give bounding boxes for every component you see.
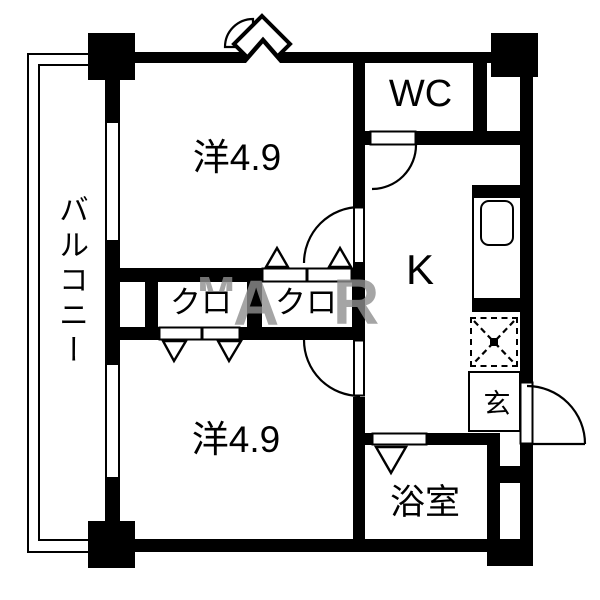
corner-block-bottom-right [487,539,533,566]
closet-left-label: クロ [170,285,232,320]
bottom-room-door-arc [302,339,361,398]
entrance-door-leaf [519,381,534,445]
counter-edge-bottom [472,298,520,312]
wall-top [112,52,533,63]
entrance-door-arc [526,384,587,445]
closet-wall-left [145,282,158,327]
bath-wall-right [487,433,500,552]
wc-label: WC [388,73,453,115]
wc-door-leaf [369,130,417,146]
balcony-outer-line [27,53,112,553]
wall-wc-right [473,63,487,133]
closet-right-label: クロ [275,285,337,320]
window-vent-symbol [223,13,293,63]
wall-left-b [105,240,120,365]
balcony-label: バルコニー [54,194,87,369]
bath-door-leaf [371,432,428,446]
closet-left-triangle-1 [160,339,189,364]
counter-edge-top [472,185,520,198]
kitchen-sink [480,200,514,246]
kitchen-label: K [405,246,434,293]
room-top-label: 洋4.9 [192,137,282,178]
watermark-fragment-r: R [333,266,380,338]
closet-wall-right [352,282,365,327]
refrigerator-x-mark [473,320,515,364]
closet-right-triangle-1 [263,245,291,269]
wc-door-arc [371,144,418,191]
wall-right-lower [520,444,533,552]
entrance-floor [468,371,521,432]
closet-wall-middle [247,282,262,327]
closet-left-door-leaf-2 [201,326,241,341]
bathroom-label: 浴室 [389,483,460,522]
bottom-room-door-leaf [353,339,365,397]
window-left-upper [105,123,120,240]
bath-door-triangle [373,445,409,476]
entrance-label: 玄 [483,389,511,419]
watermark-fragment-a: A [233,267,280,339]
closet-right-triangle-2 [326,245,354,269]
wall-center-upper [353,52,365,207]
top-room-door-arc [302,205,361,264]
closet-left-triangle-2 [215,339,244,364]
wall-bottom [90,539,533,552]
closet-right-door-leaf-2 [306,267,353,283]
bath-wall-connector [500,466,520,483]
top-room-door-leaf [353,206,365,264]
room-bottom-label: 洋4.9 [191,419,281,460]
closet-left-door-leaf-1 [158,326,203,341]
column-top-left [88,33,135,80]
watermark-fragment-m: M [197,277,239,291]
window-left-lower [105,365,120,477]
balcony-inner-line [38,64,112,541]
